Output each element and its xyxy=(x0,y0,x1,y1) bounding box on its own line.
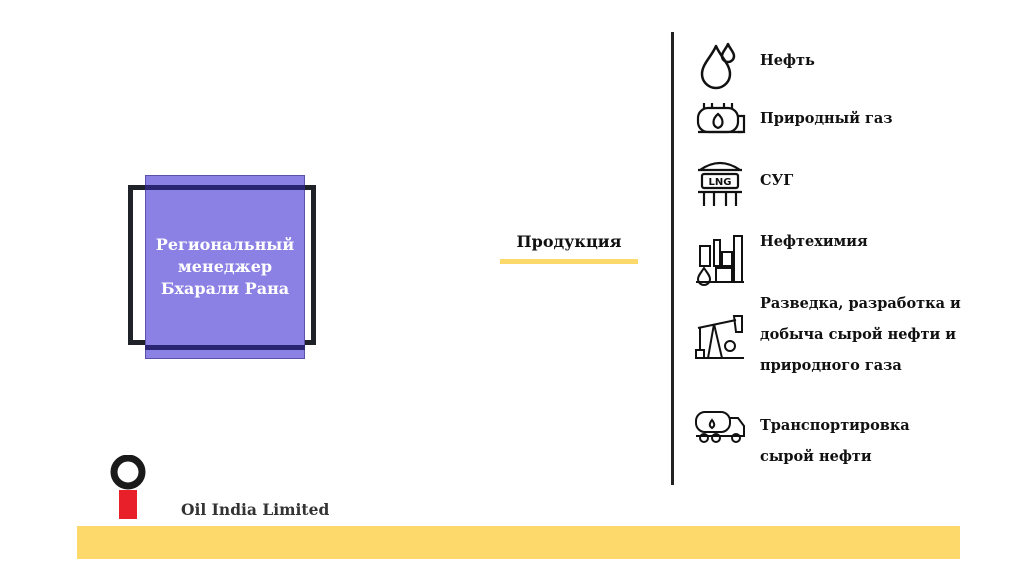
manager-frame-bottom-edge xyxy=(145,345,305,350)
manager-title: Региональный менеджер Бхарали Рана xyxy=(155,235,295,298)
company-name: Oil India Limited xyxy=(181,500,330,519)
vertical-divider xyxy=(671,32,674,485)
manager-box: Региональный менеджер Бхарали Рана xyxy=(145,175,305,359)
oil-india-logo xyxy=(106,454,150,521)
item-label-natural-gas: Природный газ xyxy=(760,110,893,127)
gas-tank-icon xyxy=(694,94,746,146)
petrochemical-plant-icon xyxy=(694,234,746,286)
item-label-transport: Транспортировка сырой нефти xyxy=(760,417,910,465)
lng-badge-text: LNG xyxy=(709,177,732,188)
oil-drop-icon xyxy=(694,40,746,92)
bottom-accent-bar xyxy=(77,526,960,559)
tanker-truck-icon xyxy=(694,400,746,452)
manager-frame-top-edge xyxy=(145,185,305,190)
lng-tank-icon: LNG xyxy=(694,156,746,208)
item-label-oil: Нефть xyxy=(760,52,815,69)
item-label-exploration: Разведка, разработка и добыча сырой нефт… xyxy=(760,295,961,374)
item-label-petrochemicals: Нефтехимия xyxy=(760,233,868,250)
products-title: Продукция xyxy=(516,232,622,251)
item-label-lpg: СУГ xyxy=(760,172,794,189)
products-underline xyxy=(500,259,638,264)
oil-pump-jack-icon xyxy=(694,312,746,364)
